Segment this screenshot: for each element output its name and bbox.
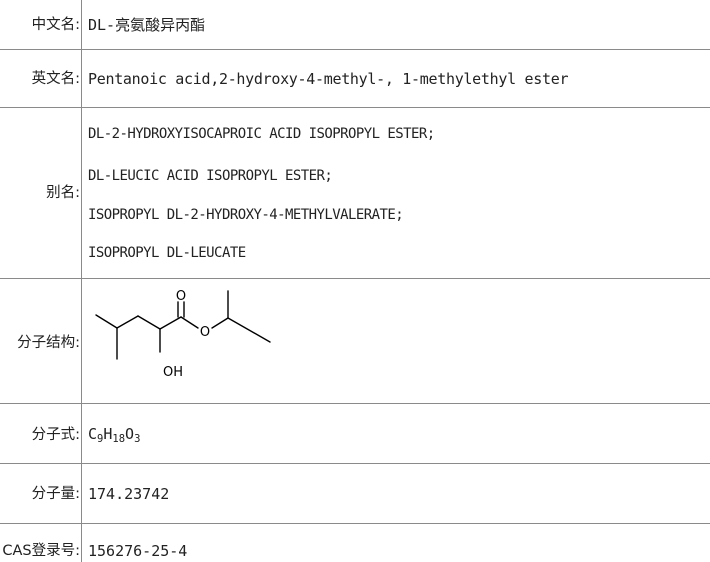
molecular-weight-value: 174.23742 <box>88 485 170 503</box>
chinese-name-value: DL-亮氨酸异丙酯 <box>88 16 206 34</box>
bond <box>180 316 199 329</box>
formula-subscript: 3 <box>134 433 141 445</box>
oxygen-atom-label: O <box>176 289 186 304</box>
oxygen-atom-label: O <box>200 325 210 340</box>
formula-element: H <box>103 425 113 443</box>
formula-label: 分子式: <box>31 427 80 443</box>
bond <box>159 316 182 330</box>
column-divider <box>81 0 82 562</box>
bond <box>116 315 139 329</box>
row-divider <box>0 107 710 108</box>
english-name-value: Pentanoic acid,2-hydroxy-4-methyl-, 1-me… <box>88 70 569 88</box>
synonym-item: DL-LEUCIC ACID ISOPROPYL ESTER; <box>88 168 333 184</box>
molecular-structure-diagram: O O OH <box>95 289 271 380</box>
row-divider <box>0 463 710 464</box>
formula-subscript: 9 <box>97 433 104 445</box>
formula-subscript: 18 <box>112 433 126 445</box>
synonym-item: ISOPROPYL DL-LEUCATE <box>88 245 246 261</box>
cas-number-label: CAS登录号: <box>2 543 80 559</box>
formula-element: C <box>88 425 98 443</box>
structure-label: 分子结构: <box>17 335 80 351</box>
row-divider <box>0 523 710 524</box>
bond <box>227 317 271 343</box>
formula-element: O <box>125 425 135 443</box>
synonym-item: DL-2-HYDROXYISOCAPROIC ACID ISOPROPYL ES… <box>88 126 435 142</box>
synonyms-label: 别名: <box>46 185 80 201</box>
bond <box>95 314 118 329</box>
molecular-weight-label: 分子量: <box>31 486 80 502</box>
row-divider <box>0 278 710 279</box>
synonym-item: ISOPROPYL DL-2-HYDROXY-4-METHYLVALERATE; <box>88 207 404 223</box>
row-divider <box>0 49 710 50</box>
chinese-name-label: 中文名: <box>31 17 80 33</box>
hydroxyl-label: OH <box>163 365 183 380</box>
row-divider <box>0 403 710 404</box>
formula-value: C9H18O3 <box>88 424 140 446</box>
bond <box>137 315 161 330</box>
english-name-label: 英文名: <box>31 71 80 87</box>
cas-number-value: 156276-25-4 <box>88 542 188 560</box>
bond <box>211 317 229 329</box>
